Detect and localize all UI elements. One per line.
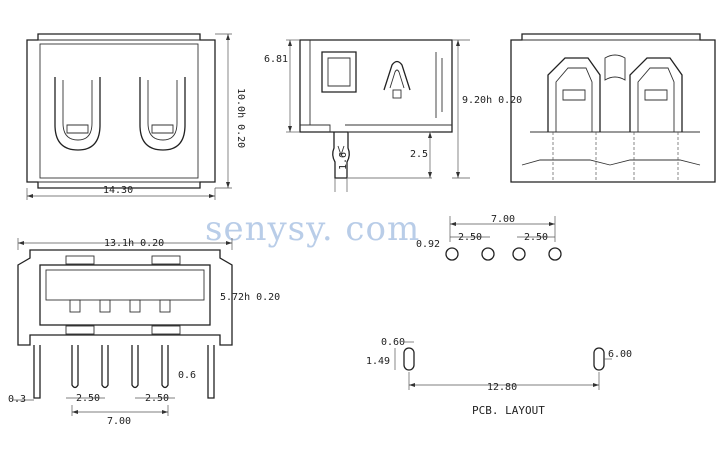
pcb-slot-right bbox=[593, 347, 605, 371]
side-window-inner bbox=[327, 57, 351, 87]
dim-slot-right: 6.00 bbox=[608, 349, 632, 360]
pcb-hole-2 bbox=[481, 247, 495, 261]
dim-pin-span: 7.00 bbox=[107, 416, 131, 427]
side-latch bbox=[383, 60, 411, 91]
dim-slot-height: 1.49 bbox=[366, 356, 390, 367]
dim-side-top: 6.81 bbox=[264, 54, 288, 65]
arrow bbox=[27, 194, 33, 198]
dim-pitch-right: 2.50 bbox=[145, 393, 169, 404]
top-clip-left-bottom bbox=[65, 325, 95, 335]
top-shell-outline bbox=[17, 249, 233, 346]
rear-latch-left-hole bbox=[562, 89, 586, 101]
arrow bbox=[288, 126, 292, 132]
top-mount-left bbox=[33, 345, 41, 399]
front-spring-left-outer bbox=[54, 77, 101, 151]
arrow bbox=[428, 132, 432, 138]
dim-pitch-left: 2.50 bbox=[76, 393, 100, 404]
arrow bbox=[18, 241, 24, 245]
dim-front-width: 14.30 bbox=[103, 185, 133, 196]
front-spring-left-tab bbox=[66, 124, 89, 134]
side-body-outline bbox=[299, 39, 453, 133]
front-spring-right-outer bbox=[139, 77, 186, 151]
front-opening bbox=[39, 43, 199, 179]
dim-pcb-span: 7.00 bbox=[491, 214, 515, 225]
pcb-hole-3 bbox=[512, 247, 526, 261]
side-view: 6.81 9.20h 0.20 2.5 1.6 bbox=[264, 39, 522, 192]
arrow bbox=[428, 172, 432, 178]
dim-slot-width: 0.60 bbox=[381, 337, 405, 348]
arrow bbox=[226, 34, 230, 40]
rear-leg-right bbox=[609, 159, 701, 166]
rear-view bbox=[510, 33, 716, 183]
dim-top-depth: 5.72h 0.20 bbox=[220, 292, 280, 303]
watermark: senysy. com bbox=[205, 209, 420, 249]
side-window bbox=[321, 51, 357, 93]
dim-side-pin-width: 1.6 bbox=[338, 152, 349, 170]
top-contact-3 bbox=[129, 299, 141, 313]
front-spring-right-inner bbox=[147, 80, 178, 141]
top-contact-1 bbox=[69, 299, 81, 313]
top-clip-right-top bbox=[151, 255, 181, 265]
pcb-hole-layout: 7.00 2.50 2.50 0.92 bbox=[416, 214, 562, 261]
dim-side-pin: 2.5 bbox=[410, 149, 428, 160]
pcb-slot-left bbox=[403, 347, 415, 371]
side-latch-hole bbox=[392, 89, 402, 99]
pcb-hole-4 bbox=[548, 247, 562, 261]
front-spring-right-tab bbox=[151, 124, 174, 134]
arrow bbox=[450, 222, 456, 226]
top-clip-right-bottom bbox=[151, 325, 181, 335]
pcb-slot-layout: 0.60 1.49 12.80 6.00 PCB. LAYOUT bbox=[366, 337, 632, 417]
arrow bbox=[226, 241, 232, 245]
arrow bbox=[409, 383, 415, 387]
top-mount-right bbox=[207, 345, 215, 399]
top-port-tongue bbox=[45, 269, 205, 301]
arrow bbox=[549, 222, 555, 226]
dim-front-height: 10.0h 0.20 bbox=[235, 88, 246, 148]
top-pin-1 bbox=[71, 345, 79, 389]
arrow bbox=[226, 182, 230, 188]
front-spring-left-inner bbox=[62, 80, 93, 141]
rear-center-notch bbox=[604, 54, 626, 81]
top-view: 0.3 13.1h 0.20 5.72h 0.20 0.6 2.50 2.50 … bbox=[8, 238, 280, 427]
top-contact-2 bbox=[99, 299, 111, 313]
arrow bbox=[209, 194, 215, 198]
rear-latch-right-inner bbox=[637, 67, 675, 132]
top-pin-3 bbox=[131, 345, 139, 389]
arrow bbox=[288, 40, 292, 46]
front-view: 14.30 10.0h 0.20 bbox=[26, 33, 246, 200]
arrow bbox=[456, 40, 460, 46]
rear-leg-left bbox=[521, 159, 611, 166]
side-pin-barb bbox=[337, 145, 345, 157]
rear-latch-left-inner bbox=[555, 67, 593, 132]
top-contact-4 bbox=[159, 299, 171, 313]
dim-pcb-pitch-2: 2.50 bbox=[524, 232, 548, 243]
arrow bbox=[72, 410, 78, 414]
pcb-layout-title: PCB. LAYOUT bbox=[472, 404, 545, 417]
side-pin bbox=[332, 132, 350, 179]
arrow bbox=[456, 172, 460, 178]
rear-latch-right-hole bbox=[644, 89, 668, 101]
top-pin-4 bbox=[161, 345, 169, 389]
dim-slot-span: 12.80 bbox=[487, 382, 517, 393]
top-port-frame bbox=[39, 264, 211, 326]
arrow bbox=[162, 410, 168, 414]
rear-latch-left bbox=[547, 57, 601, 132]
dim-side-height: 9.20h 0.20 bbox=[462, 95, 522, 106]
dim-pin-thickness: 0.6 bbox=[178, 370, 196, 381]
pcb-hole-1 bbox=[445, 247, 459, 261]
top-pin-2 bbox=[101, 345, 109, 389]
side-latch-inner bbox=[389, 69, 405, 89]
dim-pcb-pitch-1: 2.50 bbox=[458, 232, 482, 243]
dim-pcb-hole: 0.92 bbox=[416, 239, 440, 250]
side-bottom-step bbox=[300, 124, 452, 132]
rear-latch-right bbox=[629, 57, 683, 132]
dim-pin-offset: 0.3 bbox=[8, 394, 26, 405]
dim-top-width: 13.1h 0.20 bbox=[104, 238, 164, 249]
top-clip-left-top bbox=[65, 255, 95, 265]
arrow bbox=[593, 383, 599, 387]
